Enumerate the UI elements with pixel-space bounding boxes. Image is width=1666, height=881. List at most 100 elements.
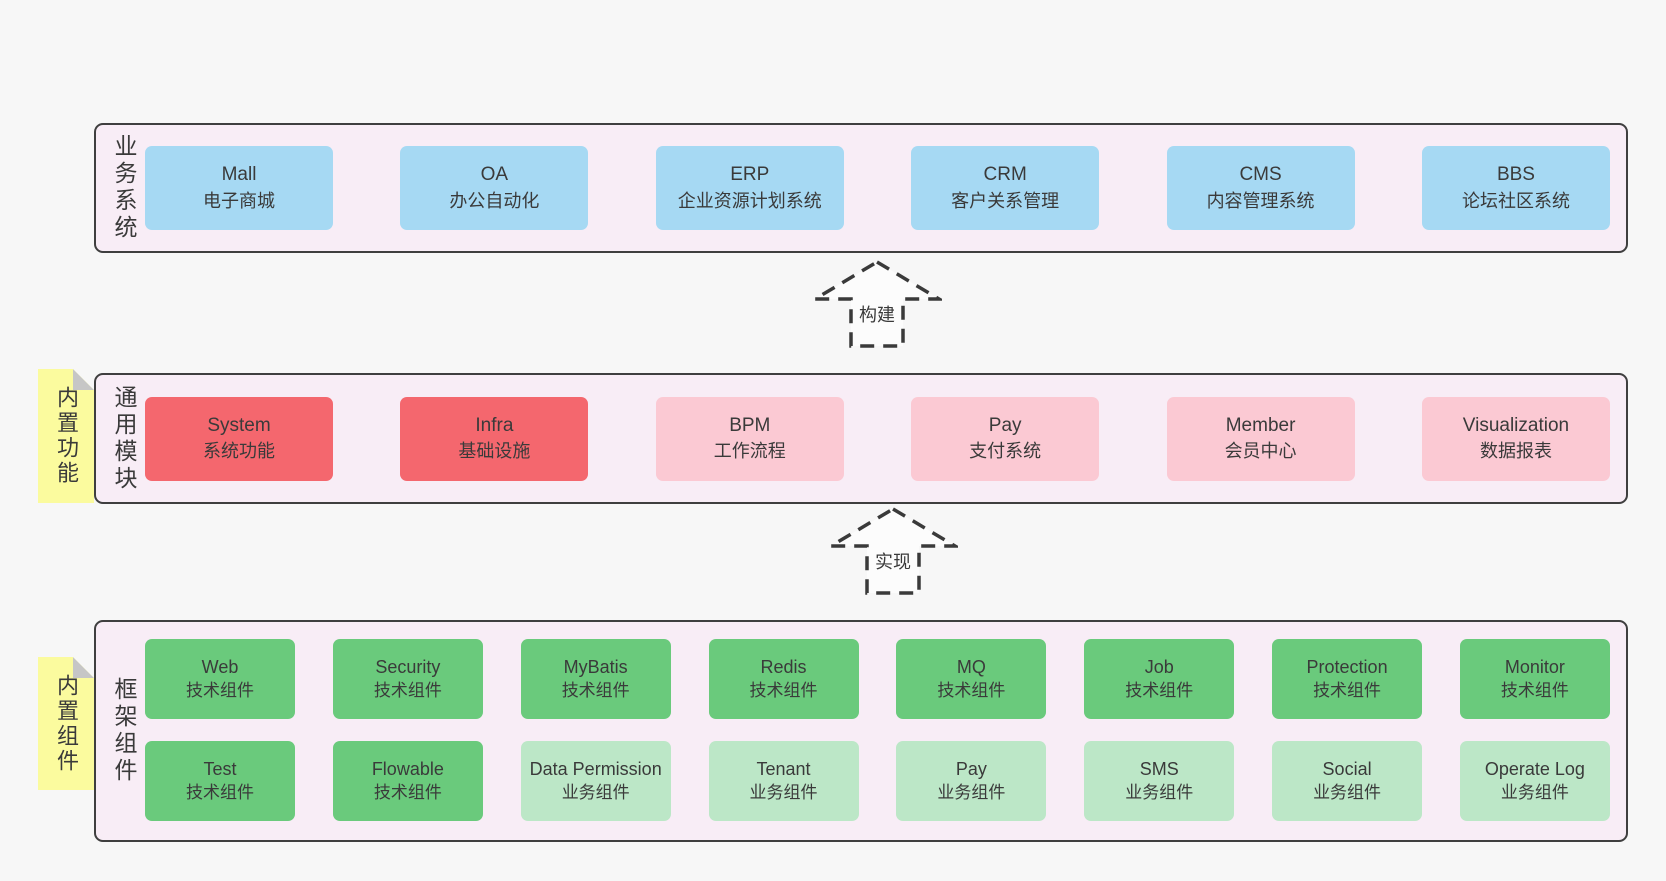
arrow-label: 构建 [856,301,898,327]
arrow-implement: 实现 [828,506,958,596]
sticky-note-label: 内置功能 [54,386,79,486]
box-title: SMS [1139,759,1179,780]
box-oa: OA 办公自动化 [400,146,589,230]
box-bpm: BPM 工作流程 [655,396,844,481]
box-title: Tenant [756,759,811,780]
folded-corner-icon [73,369,94,390]
box-infra: Infra 基础设施 [400,396,589,481]
box-job: Job 技术组件 [1084,639,1235,719]
box-subtitle: 技术组件 [937,680,1006,700]
box-pay-component: Pay 业务组件 [896,741,1047,821]
box-subtitle: 技术组件 [373,782,442,802]
box-title: Flowable [371,759,444,780]
box-title: OA [480,164,509,186]
box-subtitle: 技术组件 [186,680,254,700]
box-subtitle: 业务组件 [749,782,818,802]
box-subtitle: 业务组件 [1313,782,1382,802]
box-title: Security [375,657,441,678]
layer-label: 通用模块 [111,384,137,493]
box-title: Redis [760,657,807,678]
box-web: Web 技术组件 [145,639,295,719]
box-title: Protection [1306,657,1388,678]
box-subtitle: 技术组件 [749,680,818,700]
box-subtitle: 技术组件 [1313,680,1382,700]
sticky-note-built-in-components: 内置组件 [38,657,94,790]
box-subtitle: 办公自动化 [449,190,540,211]
box-title: MQ [956,657,986,678]
layer-business-systems: 业务系统 Mall 电子商城 OA 办公自动化 ERP 企业资源计划系统 CRM… [94,123,1628,253]
box-visualization: Visualization 数据报表 [1421,396,1610,481]
box-title: BPM [729,414,771,436]
box-system: System 系统功能 [145,396,333,481]
layer-label: 框架组件 [111,677,137,785]
box-subtitle: 技术组件 [1500,680,1569,700]
box-subtitle: 技术组件 [1125,680,1194,700]
box-subtitle: 业务组件 [937,782,1006,802]
component-row-1: Web 技术组件 Security 技术组件 MyBatis 技术组件 Redi… [145,639,1610,719]
box-crm: CRM 客户关系管理 [911,146,1100,230]
box-mybatis: MyBatis 技术组件 [520,639,671,719]
box-social: Social 业务组件 [1272,741,1423,821]
box-title: Pay [988,414,1022,436]
box-title: Member [1225,414,1296,436]
box-subtitle: 工作流程 [713,441,786,462]
box-subtitle: 基础设施 [458,441,531,462]
box-title: Web [201,657,239,678]
box-bbs: BBS 论坛社区系统 [1421,146,1610,230]
layer-boxes: Mall 电子商城 OA 办公自动化 ERP 企业资源计划系统 CRM 客户关系… [135,125,1626,251]
box-pay-module: Pay 支付系统 [911,396,1100,481]
box-member: Member 会员中心 [1166,396,1355,481]
box-subtitle: 数据报表 [1479,441,1552,462]
box-subtitle: 支付系统 [969,441,1042,462]
box-flowable: Flowable 技术组件 [332,741,483,821]
folded-corner-icon [73,657,94,678]
box-protection: Protection 技术组件 [1272,639,1423,719]
box-test: Test 技术组件 [145,741,295,821]
box-mall: Mall 电子商城 [145,146,333,230]
box-title: Operate Log [1484,759,1585,780]
box-subtitle: 技术组件 [186,782,254,802]
box-sms: SMS 业务组件 [1084,741,1235,821]
layer-boxes: System 系统功能 Infra 基础设施 BPM 工作流程 Pay 支付系统… [135,375,1626,502]
box-subtitle: 电子商城 [203,190,275,211]
box-title: Pay [955,759,987,780]
box-cms: CMS 内容管理系统 [1166,146,1355,230]
sticky-note-built-in-features: 内置功能 [38,369,94,503]
box-redis: Redis 技术组件 [708,639,859,719]
box-subtitle: 客户关系管理 [951,190,1060,211]
box-erp: ERP 企业资源计划系统 [655,146,844,230]
box-mq: MQ 技术组件 [896,639,1047,719]
box-subtitle: 业务组件 [1125,782,1194,802]
box-subtitle: 论坛社区系统 [1461,190,1570,211]
layer-rows: Web 技术组件 Security 技术组件 MyBatis 技术组件 Redi… [135,622,1626,840]
arrow-build: 构建 [812,259,942,349]
arrow-label: 实现 [872,548,914,574]
box-data-permission: Data Permission 业务组件 [520,741,671,821]
box-subtitle: 技术组件 [561,680,630,700]
box-title: Mall [221,164,257,186]
box-title: CRM [983,164,1027,186]
box-subtitle: 技术组件 [373,680,442,700]
box-tenant: Tenant 业务组件 [708,741,859,821]
box-security: Security 技术组件 [332,639,483,719]
box-title: Infra [475,414,514,436]
box-title: Visualization [1462,414,1570,436]
box-subtitle: 业务组件 [1500,782,1569,802]
box-title: Social [1322,759,1372,780]
component-row-2: Test 技术组件 Flowable 技术组件 Data Permission … [145,741,1610,821]
layer-common-modules: 通用模块 System 系统功能 Infra 基础设施 BPM 工作流程 Pay… [94,373,1628,504]
box-monitor: Monitor 技术组件 [1459,639,1610,719]
box-title: MyBatis [563,657,628,678]
box-subtitle: 系统功能 [203,441,275,462]
box-subtitle: 业务组件 [561,782,630,802]
box-subtitle: 内容管理系统 [1206,190,1315,211]
layer-framework-components: 框架组件 Web 技术组件 Security 技术组件 MyBatis 技术组件… [94,620,1628,842]
box-title: Monitor [1504,657,1565,678]
box-subtitle: 会员中心 [1224,441,1297,462]
box-title: BBS [1496,164,1535,186]
box-title: CMS [1239,164,1282,186]
box-title: Job [1144,657,1174,678]
box-title: Data Permission [529,759,662,780]
box-title: System [207,414,271,436]
sticky-note-label: 内置组件 [54,673,79,774]
